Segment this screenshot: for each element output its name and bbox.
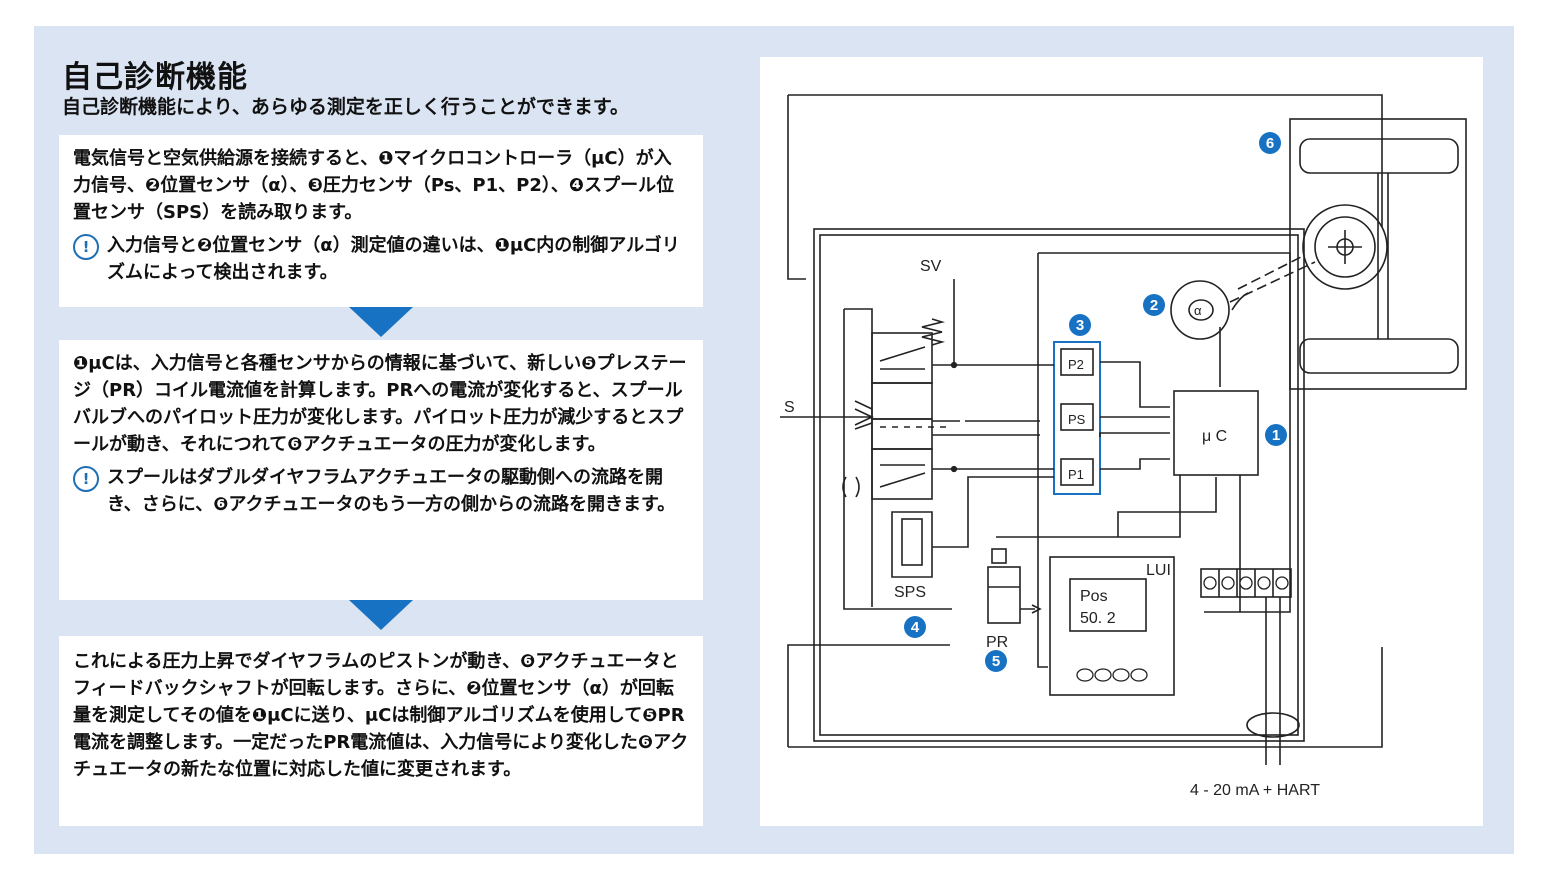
badge-5: 5: [992, 653, 1000, 670]
step-card-3: これによる圧力上昇でダイヤフラムのピストンが動き、❻アクチュエータとフィードバッ…: [59, 636, 703, 826]
ps-label: PS: [1068, 412, 1086, 427]
step-2-note: ! スプールはダブルダイヤフラムアクチュエータの駆動側への流路を開き、さらに、❻…: [73, 464, 689, 518]
sps-label: SPS: [894, 584, 926, 601]
pos-value: 50. 2: [1080, 610, 1116, 627]
sv-label: SV: [920, 258, 942, 275]
pos-label: Pos: [1080, 588, 1108, 605]
badge-5-icon: [985, 650, 1007, 672]
badge-2-icon: [1143, 294, 1165, 316]
badge-4-icon: [904, 616, 926, 638]
positioner-diagram: SV S SPS PR LUI μ C P2 PS P1 α Pos 50. 2…: [760, 57, 1483, 826]
step-card-2: ❶μCは、入力信号と各種センサからの情報に基づいて、新しい❺プレステージ（PR）…: [59, 340, 703, 600]
signal-label: 4 - 20 mA + HART: [1190, 782, 1320, 799]
exclamation-icon: !: [73, 234, 99, 260]
lui-label: LUI: [1146, 562, 1171, 579]
s-label: S: [784, 399, 795, 416]
step-1-note: ! 入力信号と❷位置センサ（α）測定値の違いは、❶μC内の制御アルゴリズムによっ…: [73, 232, 689, 286]
step-2-text: ❶μCは、入力信号と各種センサからの情報に基づいて、新しい❺プレステージ（PR）…: [73, 353, 687, 455]
badge-3-icon: [1069, 314, 1091, 336]
page-subtitle: 自己診断機能により、あらゆる測定を正しく行うことができます。: [62, 96, 629, 118]
down-arrow-icon: [349, 600, 413, 630]
step-1-text: 電気信号と空気供給源を接続すると、❶マイクロコントローラ（μC）が入力信号、❷位…: [73, 148, 675, 223]
step-3-text: これによる圧力上昇でダイヤフラムのピストンが動き、❻アクチュエータとフィードバッ…: [73, 651, 689, 780]
badge-3: 3: [1076, 317, 1084, 334]
uc-label: μ C: [1202, 428, 1227, 445]
badge-2: 2: [1150, 297, 1158, 314]
step-1-note-text: 入力信号と❷位置センサ（α）測定値の違いは、❶μC内の制御アルゴリズムによって検…: [107, 235, 680, 283]
alpha-label: α: [1194, 303, 1202, 318]
down-arrow-icon: [349, 307, 413, 337]
badge-4: 4: [911, 619, 920, 636]
exclamation-icon: !: [73, 466, 99, 492]
pr-label: PR: [986, 634, 1008, 651]
badge-1-icon: [1265, 424, 1287, 446]
step-2-note-text: スプールはダブルダイヤフラムアクチュエータの駆動側への流路を開き、さらに、❻アク…: [107, 467, 676, 515]
page-title: 自己診断機能: [62, 60, 248, 95]
diagram-svg: SV S SPS PR LUI μ C P2 PS P1 α Pos 50. 2…: [780, 94, 1467, 799]
p2-label: P2: [1068, 357, 1084, 372]
badge-1: 1: [1272, 427, 1280, 444]
step-card-1: 電気信号と空気供給源を接続すると、❶マイクロコントローラ（μC）が入力信号、❷位…: [59, 135, 703, 307]
p1-label: P1: [1068, 467, 1084, 482]
badge-6: 6: [1266, 135, 1274, 152]
badge-6-icon: [1259, 132, 1281, 154]
